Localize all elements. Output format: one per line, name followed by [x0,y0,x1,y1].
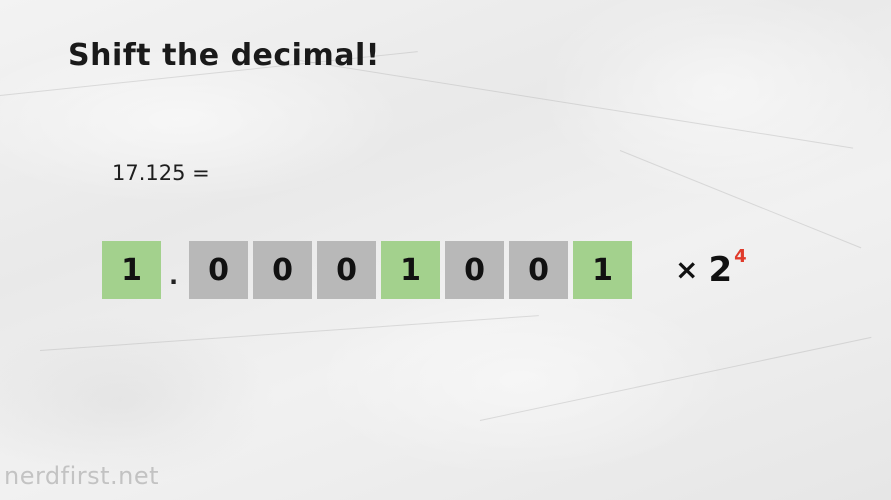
mantissa-bit-box: 0 [317,241,376,299]
times-symbol: × [675,253,699,286]
paper-crease [479,336,872,421]
leading-bit-box: 1 [102,241,161,299]
mantissa-bit-box: 0 [253,241,312,299]
mantissa-bit-box: 0 [189,241,248,299]
paper-crease [39,315,539,351]
mantissa-bit-box: 0 [445,241,504,299]
slide-title: Shift the decimal! [68,38,380,73]
exponent-multiplier: × 2 4 [675,248,747,290]
exponent-value: 4 [734,246,747,267]
paper-crease [619,150,862,249]
mantissa-bit-box: 0 [509,241,568,299]
paper-crease [299,60,854,149]
exponent-base: 2 [708,250,733,290]
site-logo: nerdfirst.net [4,462,160,490]
equation-lhs: 17.125 = [112,161,210,185]
mantissa-bit-box: 1 [573,241,632,299]
mantissa-bit-box: 1 [381,241,440,299]
decimal-point: . [169,262,179,290]
